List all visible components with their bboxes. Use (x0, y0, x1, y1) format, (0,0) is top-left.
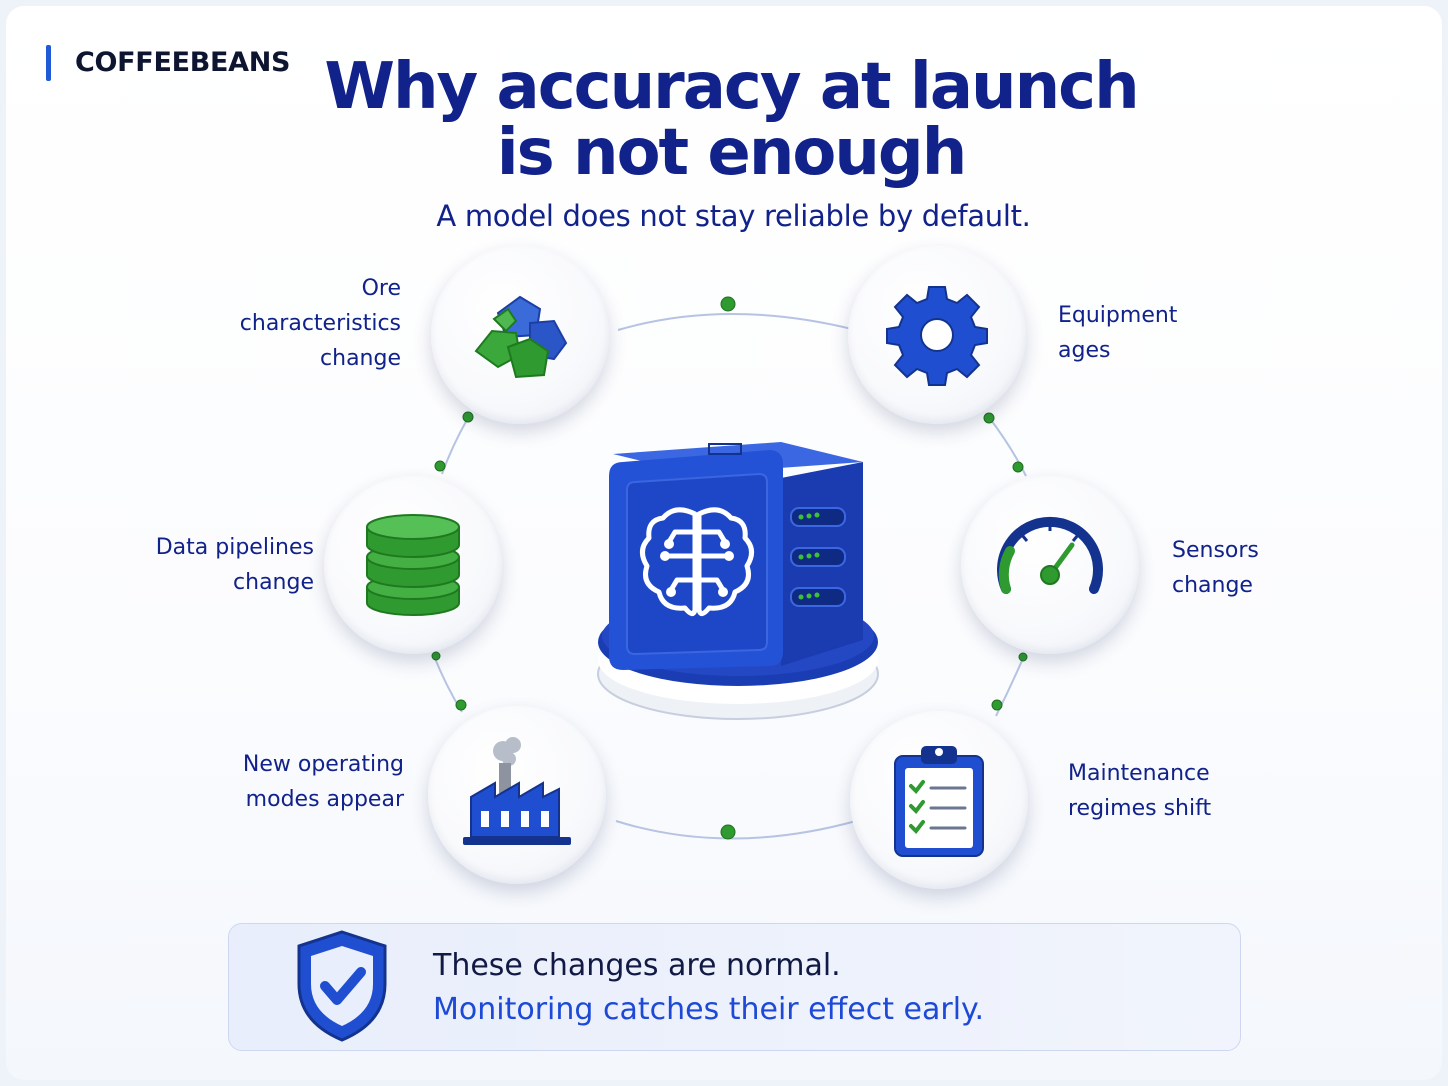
database-icon (366, 514, 460, 616)
factor-label-sensors: Sensors change (1172, 538, 1259, 598)
connector-upper-left (441, 417, 469, 475)
brand-name: COFFEEBEANS (75, 47, 291, 78)
title-line-1: Why accuracy at launch (324, 50, 1139, 124)
subtitle: A model does not stay reliable by defaul… (436, 199, 1031, 233)
connector-dot (983, 412, 995, 424)
ore-rocks-icon (474, 295, 568, 379)
shield-check-icon (297, 930, 387, 1042)
factor-label-equipment: Equipment ages (1058, 303, 1178, 363)
connector-dot (1018, 652, 1028, 662)
factor-label-modes: New operating modes appear (242, 752, 404, 812)
connector-dot (720, 296, 736, 312)
factor-node-equipment (848, 246, 1026, 424)
factor-label-ore: Ore characteristics change (239, 276, 401, 371)
connector-dot (434, 460, 446, 472)
factor-node-maintenance (850, 711, 1028, 889)
factor-node-ore (431, 246, 609, 424)
connector-dot (431, 651, 441, 661)
gear-icon (886, 286, 988, 386)
callout-text-highlight: Monitoring catches their effect early. (433, 992, 985, 1027)
connection-ring (431, 296, 1028, 840)
clipboard-checklist-icon (894, 746, 984, 857)
factor-label-pipelines: Data pipelines change (155, 535, 314, 595)
connector-bottom (615, 820, 857, 840)
connector-dot (991, 699, 1003, 711)
ai-brain-cube-icon (597, 442, 879, 720)
title-line-2: is not enough (496, 116, 968, 190)
gauge-icon (997, 516, 1103, 594)
connector-lower-right (995, 655, 1025, 717)
factor-node-modes (428, 706, 606, 884)
page-title: Why accuracy at launch is not enough (306, 54, 1156, 186)
connector-top (617, 313, 857, 331)
connector-dot (720, 824, 736, 840)
connector-dot (462, 411, 474, 423)
connector-dot (455, 699, 467, 711)
factor-node-sensors (961, 476, 1139, 654)
connector-dot (1012, 461, 1024, 473)
brand-accent-bar (46, 45, 51, 81)
factory-icon (463, 737, 571, 845)
infographic-card: COFFEEBEANS Why accuracy at launch is no… (6, 6, 1442, 1080)
callout-box: These changes are normal. Monitoring cat… (228, 923, 1241, 1051)
callout-text-primary: These changes are normal. (433, 948, 841, 983)
factor-node-pipelines (324, 476, 502, 654)
factor-label-maintenance: Maintenance regimes shift (1068, 761, 1212, 821)
